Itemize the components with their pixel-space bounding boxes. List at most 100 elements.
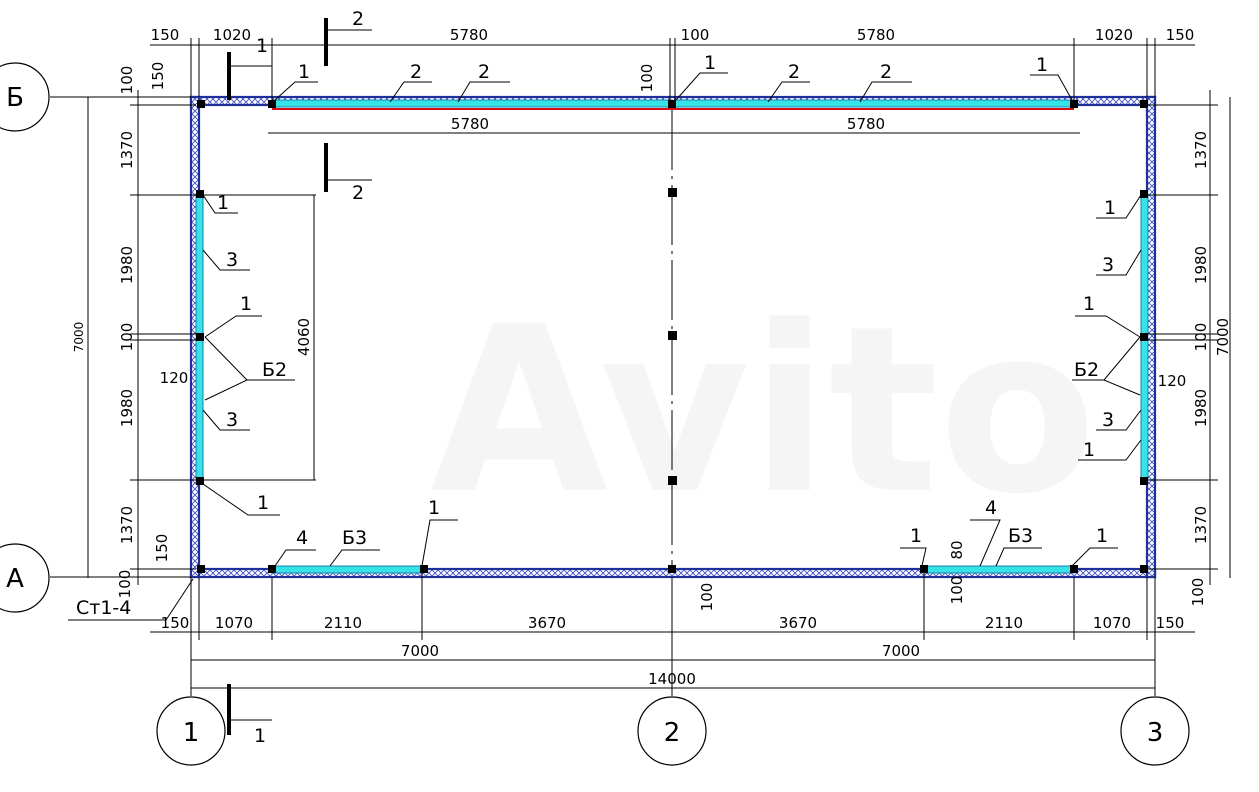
callout-label: 1 xyxy=(910,525,922,547)
dim-text: 100 xyxy=(698,583,716,612)
dim-text: 4060 xyxy=(295,318,313,356)
beam-b2-right-upper xyxy=(1140,194,1149,337)
leader xyxy=(1096,409,1142,431)
dim-text: 7000 xyxy=(401,642,439,660)
dim-text: 150 xyxy=(151,26,180,44)
dim-text: 1370 xyxy=(1192,131,1210,169)
leader xyxy=(457,81,510,103)
callout-label: Б3 xyxy=(1008,525,1033,547)
dim-text: 80 xyxy=(948,540,966,559)
column xyxy=(1140,565,1148,573)
column xyxy=(197,565,205,573)
dim-text: 5780 xyxy=(451,115,489,133)
axis-b-bubble xyxy=(0,62,50,132)
dim-text: 1020 xyxy=(1095,26,1133,44)
dim-text: 100 xyxy=(118,66,136,95)
dim-text: 150 xyxy=(1166,26,1195,44)
leader xyxy=(202,409,250,431)
leader xyxy=(859,81,912,103)
dim-text: 150 xyxy=(153,534,171,563)
callout-label: 3 xyxy=(226,409,238,431)
callout-label: 2 xyxy=(478,61,490,83)
column xyxy=(668,100,676,108)
dim-text: 3670 xyxy=(779,614,817,632)
dim-text: 1980 xyxy=(1192,246,1210,284)
column xyxy=(1140,100,1148,108)
beam-b1-right xyxy=(673,99,1075,108)
section-2-top-label: 2 xyxy=(352,8,364,30)
leader xyxy=(1078,439,1142,461)
callout-label: Б3 xyxy=(342,527,367,549)
column xyxy=(668,565,676,573)
beam-b2-right-lower xyxy=(1140,337,1149,481)
callout-label: 2 xyxy=(788,61,800,83)
leader xyxy=(1030,74,1073,101)
axis-bubbles: Б А 1 2 3 xyxy=(0,62,1190,766)
column xyxy=(196,477,204,485)
dim-text: 1070 xyxy=(1093,614,1131,632)
callout-label: 2 xyxy=(410,61,422,83)
column xyxy=(1140,190,1148,198)
column xyxy=(1070,100,1078,108)
callout-label: 1 xyxy=(257,492,269,514)
leader xyxy=(421,519,458,567)
dim-text: 100 xyxy=(948,576,966,605)
dim-text: 1980 xyxy=(118,246,136,284)
leader xyxy=(202,194,238,214)
leader xyxy=(274,81,318,101)
column xyxy=(196,333,204,341)
dim-text: 7000 xyxy=(72,322,86,353)
dim-text: 120 xyxy=(1158,372,1187,390)
callout-label: 2 xyxy=(880,61,892,83)
axis-a-bubble xyxy=(0,543,50,613)
column xyxy=(196,190,204,198)
leader xyxy=(675,72,728,101)
leader xyxy=(389,81,432,103)
dim-text: 150 xyxy=(161,614,190,632)
dim-text: 1370 xyxy=(118,506,136,544)
callout-label: 1 xyxy=(1104,197,1116,219)
dim-text: 3670 xyxy=(528,614,566,632)
axis-2-label: 2 xyxy=(664,718,681,748)
dim-text: 100 xyxy=(1189,578,1207,607)
right-dimensions: 1370 1980 100 1980 1370 100 7000 120 xyxy=(1148,90,1232,606)
callout-label: 1 xyxy=(217,192,229,214)
section-marks: 2 2 1 1 xyxy=(227,8,372,747)
leader xyxy=(995,547,1042,567)
callout-label: 4 xyxy=(296,527,308,549)
beam-b3-left xyxy=(271,565,423,574)
column xyxy=(197,100,205,108)
callout-label: 1 xyxy=(298,61,310,83)
bottom-dimensions: 150 1070 2110 3670 3670 2110 1070 150 70… xyxy=(150,540,1195,689)
top-dimensions: 150 1020 5780 100 5780 1020 150 5780 578… xyxy=(150,26,1195,134)
column xyxy=(268,100,276,108)
dim-text: 100 xyxy=(118,323,136,352)
callout-label: 1 xyxy=(1096,525,1108,547)
axis-b-label: Б xyxy=(6,83,24,113)
leader xyxy=(1071,547,1118,567)
column xyxy=(1140,477,1148,485)
callout-label: 3 xyxy=(226,249,238,271)
leader xyxy=(1096,249,1142,276)
callout-label: 1 xyxy=(1083,293,1095,315)
leader xyxy=(204,379,248,401)
dim-text: 120 xyxy=(160,369,189,387)
callout-label: Б2 xyxy=(262,359,287,381)
leader xyxy=(274,549,316,567)
dim-text: 150 xyxy=(149,62,167,91)
callout-label: Б2 xyxy=(1074,359,1099,381)
columns xyxy=(196,100,1148,573)
beam-b1-left xyxy=(271,99,673,108)
leader xyxy=(900,547,927,567)
axis-1-label: 1 xyxy=(183,718,200,748)
dim-text: 7000 xyxy=(882,642,920,660)
dim-text: 1980 xyxy=(118,389,136,427)
left-dimensions: 100 150 1370 1980 100 1980 1370 150 100 … xyxy=(72,62,316,598)
leader xyxy=(1096,194,1142,219)
dim-text: 1980 xyxy=(1192,389,1210,427)
leader xyxy=(202,249,250,271)
wall-label: Ст1-4 xyxy=(76,597,131,619)
callout-label: 3 xyxy=(1102,409,1114,431)
dim-text: 2110 xyxy=(985,614,1023,632)
